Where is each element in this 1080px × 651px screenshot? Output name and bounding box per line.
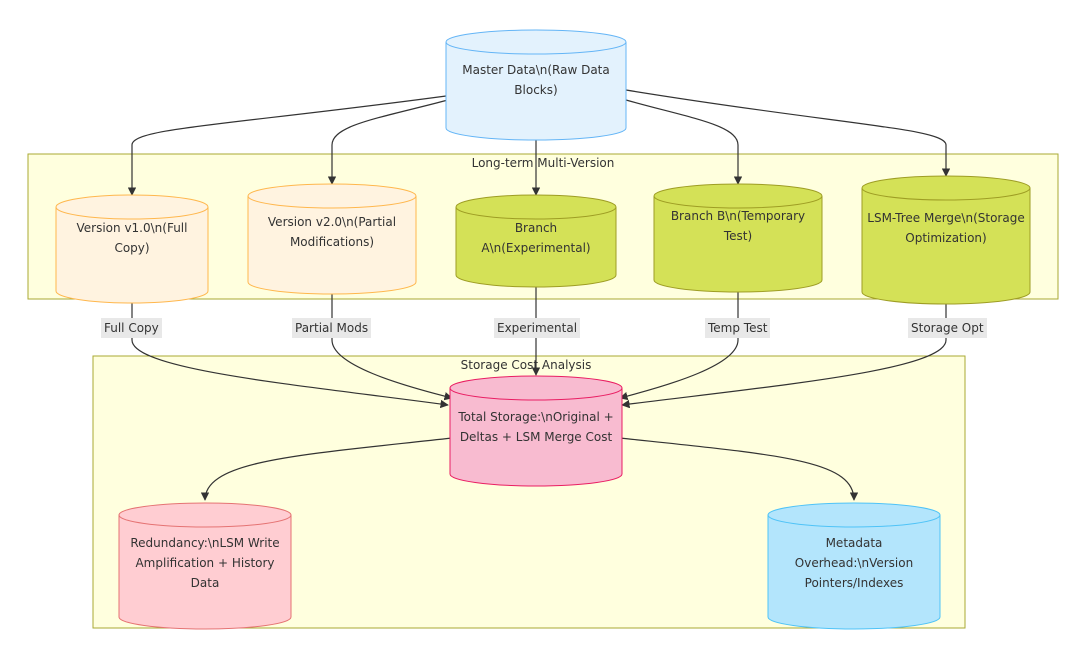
total-storage-cylinder bbox=[449, 375, 623, 487]
edge-branch-b-to-total bbox=[619, 268, 739, 401]
cluster-title-storage-cost: Storage Cost Analysis bbox=[460, 358, 592, 372]
cylinder-body bbox=[118, 502, 292, 630]
edge-label-full-copy: Full Copy bbox=[101, 318, 162, 338]
cylinder-lid bbox=[247, 195, 417, 209]
edge-label-experimental: Experimental bbox=[494, 318, 581, 338]
master-data-label: Master Data\n(Raw Data Blocks) bbox=[462, 63, 610, 97]
branch-b-label: Branch B\n(Temporary Test) bbox=[670, 209, 806, 243]
cylinder-lid bbox=[445, 41, 627, 55]
cylinder-lid bbox=[653, 195, 823, 209]
cylinder-lid bbox=[118, 514, 292, 528]
edge-master-to-v1 bbox=[127, 95, 447, 196]
cylinder-lid bbox=[455, 206, 617, 220]
version-v1-cylinder bbox=[55, 194, 209, 304]
redundancy-cylinder bbox=[118, 502, 292, 630]
metadata-cylinder bbox=[767, 502, 941, 630]
edge-total-to-redundancy bbox=[200, 437, 453, 501]
edge-master-to-lsm bbox=[625, 89, 951, 177]
metadata-label: Metadata Overhead:\nVersion Pointers/Ind… bbox=[794, 536, 914, 590]
cylinder-body bbox=[455, 194, 617, 288]
cylinder-body bbox=[247, 183, 417, 295]
edge-master-to-v2 bbox=[327, 99, 449, 185]
cylinder-body bbox=[55, 194, 209, 304]
cylinder-body bbox=[653, 183, 823, 293]
cylinder-body bbox=[449, 375, 623, 487]
cylinder-lid bbox=[55, 206, 209, 220]
lsm-merge-label: LSM-Tree Merge\n(Storage Optimization) bbox=[867, 211, 1025, 245]
edge-total-to-metadata bbox=[619, 437, 859, 501]
cylinder-body bbox=[861, 175, 1031, 305]
cylinder-lid bbox=[767, 514, 941, 528]
edge-master-to-branch-b bbox=[625, 99, 743, 185]
total-storage-label: Total Storage:\nOriginal + Deltas + LSM … bbox=[458, 410, 614, 444]
edge-label-storage-opt: Storage Opt bbox=[908, 318, 987, 338]
version-v2-label: Version v2.0\n(Partial Modifications) bbox=[267, 215, 397, 249]
cluster-title-multi-version: Long-term Multi-Version bbox=[471, 156, 615, 170]
branch-a-cylinder bbox=[455, 194, 617, 288]
edge-v2-to-total bbox=[331, 268, 453, 401]
edge-v1-to-total bbox=[131, 276, 449, 409]
edge-label-temp-test: Temp Test bbox=[705, 318, 771, 338]
branch-b-cylinder bbox=[653, 183, 823, 293]
edge-label-partial-mods: Partial Mods bbox=[292, 318, 372, 338]
cylinder-lid bbox=[449, 387, 623, 401]
redundancy-label: Redundancy:\nLSM Write Amplification + H… bbox=[130, 536, 280, 590]
version-v1-label: Version v1.0\n(Full Copy) bbox=[76, 221, 188, 255]
version-v2-cylinder bbox=[247, 183, 417, 295]
cylinder-body bbox=[445, 29, 627, 141]
lsm-merge-cylinder bbox=[861, 175, 1031, 305]
cylinder-lid bbox=[861, 187, 1031, 201]
cylinder-body bbox=[767, 502, 941, 630]
branch-a-label: Branch A\n(Experimental) bbox=[481, 221, 591, 255]
master-data-cylinder bbox=[445, 29, 627, 141]
edge-lsm-to-total bbox=[621, 278, 947, 409]
